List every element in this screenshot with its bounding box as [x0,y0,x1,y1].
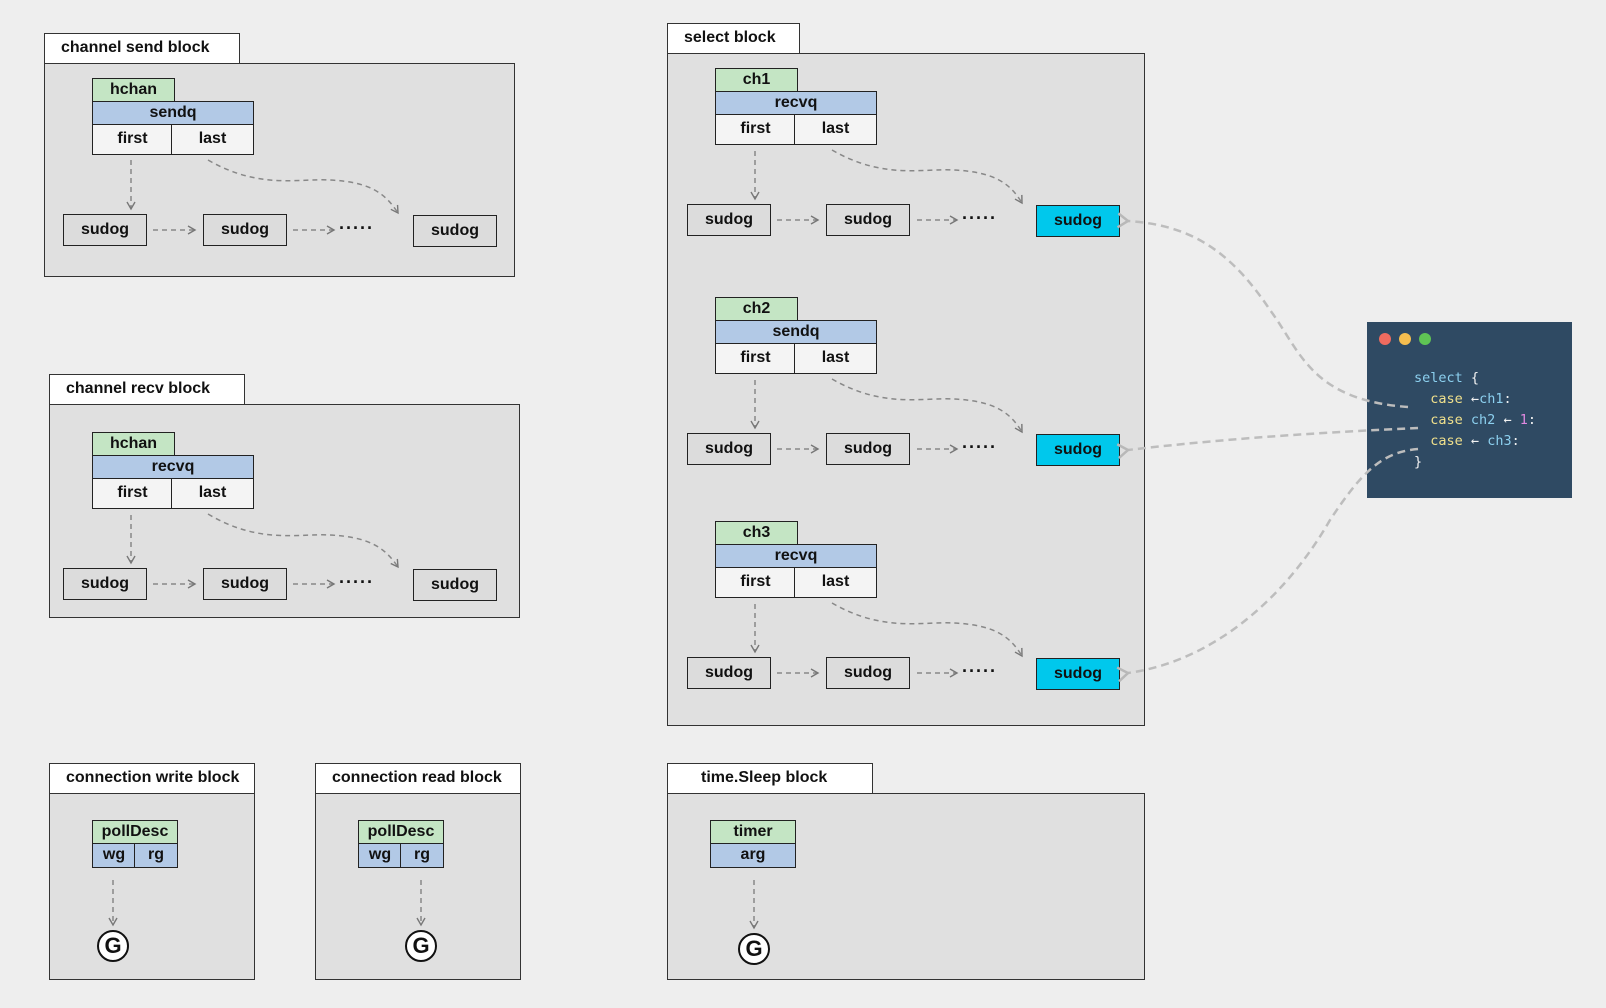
read-wg-cell: wg [358,843,402,868]
send-block-tab: channel send block [44,33,240,64]
select-ch2-sudog-1: sudog [687,433,771,465]
select-block-tab: select block [667,23,800,54]
read-polldesc-label: pollDesc [358,820,444,845]
recv-queue-label: recvq [92,455,254,480]
select-ch2-first: first [715,343,796,374]
select-ch1-last: last [794,114,877,145]
select-ch1-waiting-sudog: sudog [1036,205,1120,237]
sleep-arg-cell: arg [710,843,796,868]
select-ch1-label: ch1 [715,68,798,93]
recv-block-title: channel recv block [66,380,211,397]
read-rg-cell: rg [400,843,444,868]
write-goroutine-icon: G [97,930,129,962]
case-ch1-to-sudog-arrow [1128,221,1409,409]
code-colon-1: : [1503,391,1512,407]
select-ch2-waiting-sudog: sudog [1036,434,1120,466]
select-ch2-queue: sendq [715,320,877,345]
select-ch3-waiting-sudog: sudog [1036,658,1120,690]
select-ch1-sudog-1: sudog [687,204,771,236]
select-ch2-last: last [794,343,877,374]
code-select-keyword: select [1414,370,1463,386]
code-arrow-2: ← [1503,412,1512,428]
select-ch3-queue: recvq [715,544,877,569]
code-case-2: case [1430,412,1463,428]
code-arrow-3: ← [1470,433,1480,449]
close-dot-icon [1379,333,1391,345]
minimize-dot-icon [1399,333,1411,345]
select-ch3-sudog-1: sudog [687,657,771,689]
select-ch3-ellipsis: ····· [962,661,997,681]
select-block-title: select block [684,29,776,46]
send-queue-label: sendq [92,101,254,126]
recv-block-tab: channel recv block [49,374,245,405]
sleep-block-title: time.Sleep block [701,769,828,786]
send-first-cell: first [92,124,173,155]
recv-sudog-last: sudog [413,569,497,601]
sleep-goroutine-icon: G [738,933,770,965]
code-colon-3: : [1511,433,1520,449]
read-goroutine-icon: G [405,930,437,962]
code-case-3: case [1430,433,1463,449]
write-block-title: connection write block [66,769,240,786]
select-ch1-first: first [715,114,796,145]
recv-sudog-2: sudog [203,568,287,600]
code-ch3: ch3 [1487,433,1512,449]
code-colon-2: : [1527,412,1537,428]
send-last-cell: last [171,124,254,155]
write-wg-cell: wg [92,843,136,868]
maximize-dot-icon [1419,333,1431,345]
sleep-block-tab: time.Sleep block [667,763,873,794]
code-close-brace: } [1414,454,1423,470]
select-ch2-ellipsis: ····· [962,437,997,457]
recv-hchan-label: hchan [92,432,175,457]
code-snippet: select { case ←ch1: case ch2 ← 1: case ←… [1414,368,1536,473]
send-block-title: channel send block [61,39,210,56]
select-ch3-first: first [715,567,796,598]
write-block-tab: connection write block [49,763,255,794]
select-ch1-sudog-2: sudog [826,204,910,236]
select-ch1-queue: recvq [715,91,877,116]
read-block-title: connection read block [332,769,502,786]
code-ch1: ch1 [1479,391,1504,407]
select-ch3-sudog-2: sudog [826,657,910,689]
code-case-1: case [1430,391,1463,407]
send-sudog-1: sudog [63,214,147,246]
write-rg-cell: rg [134,843,178,868]
send-sudog-last: sudog [413,215,497,247]
select-ch2-sudog-2: sudog [826,433,910,465]
write-polldesc-label: pollDesc [92,820,178,845]
send-sudog-2: sudog [203,214,287,246]
select-ch2-label: ch2 [715,297,798,322]
code-window: select { case ←ch1: case ch2 ← 1: case ←… [1367,322,1572,498]
select-block-panel [667,53,1145,726]
select-ch3-last: last [794,567,877,598]
read-block-tab: connection read block [315,763,521,794]
recv-sudog-1: sudog [63,568,147,600]
send-ellipsis: ····· [339,218,374,238]
code-open-brace: { [1462,370,1480,386]
recv-ellipsis: ····· [339,572,374,592]
sleep-timer-label: timer [710,820,796,845]
code-ch2: ch2 [1470,412,1496,428]
code-arrow-1: ← [1470,391,1480,407]
recv-last-cell: last [171,478,254,509]
recv-first-cell: first [92,478,173,509]
select-ch3-label: ch3 [715,521,798,546]
send-hchan-label: hchan [92,78,175,103]
select-ch1-ellipsis: ····· [962,208,997,228]
code-number: 1 [1519,412,1528,428]
